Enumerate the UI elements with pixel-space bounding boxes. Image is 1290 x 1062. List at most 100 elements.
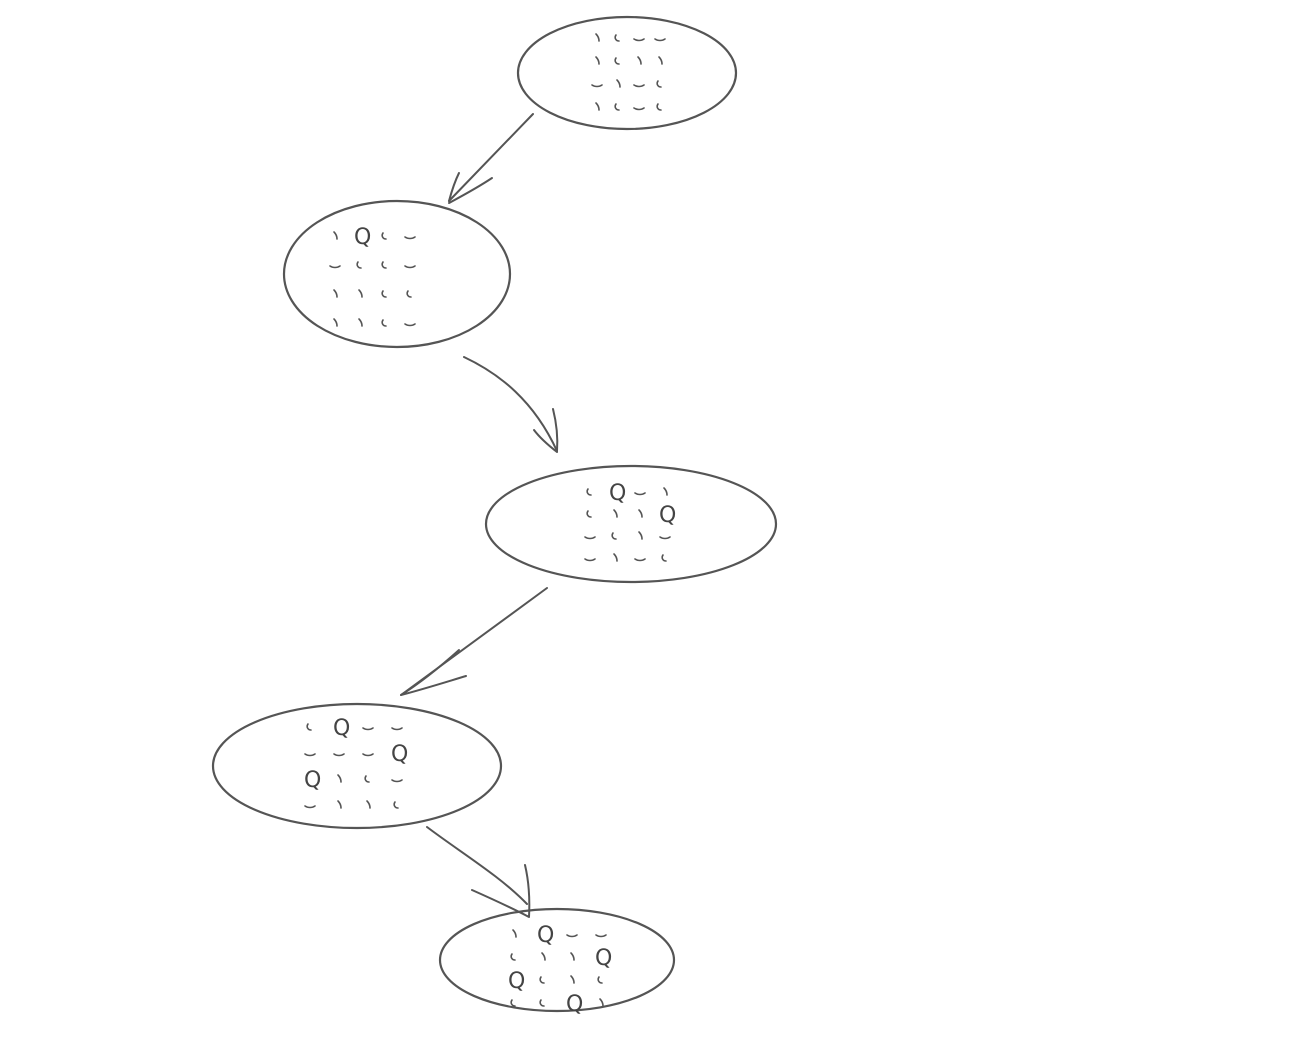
empty-cell-mark [381, 232, 387, 240]
empty-cell-mark [654, 38, 666, 42]
empty-cell-mark [333, 753, 345, 757]
empty-cell-mark [329, 265, 341, 269]
empty-cell-mark [539, 999, 545, 1007]
empty-cell-mark [304, 805, 316, 809]
empty-cell-mark [663, 487, 668, 496]
empty-cell-mark [614, 57, 620, 65]
empty-cell-mark [393, 801, 399, 809]
queen-mark: Q [508, 969, 525, 994]
arrowhead [448, 172, 493, 204]
empty-cell-mark [591, 84, 603, 88]
empty-cell-mark [634, 492, 646, 496]
empty-cell-mark [566, 934, 578, 938]
empty-cell-mark [333, 318, 338, 327]
empty-cell-mark [656, 103, 662, 111]
empty-cell-mark [337, 800, 342, 809]
empty-cell-mark [614, 34, 620, 42]
edge-state-0-to-state-1 [448, 113, 534, 204]
empty-cell-mark [586, 510, 592, 518]
node-state-2: QQ [484, 464, 778, 584]
empty-cell-mark [381, 261, 387, 269]
empty-cell-mark [595, 934, 607, 938]
empty-cell-mark [634, 558, 646, 562]
empty-cell-mark [633, 107, 645, 111]
empty-cell-mark [364, 775, 370, 783]
node-state-3: QQQ [211, 702, 503, 830]
empty-cell-mark [512, 929, 517, 938]
empty-cell-mark [656, 80, 662, 88]
empty-cell-mark [391, 727, 403, 731]
empty-cell-mark [613, 553, 618, 562]
empty-cell-mark [358, 289, 363, 298]
queen-mark: Q [537, 923, 554, 948]
edge-shaft [463, 356, 558, 452]
empty-cell-mark [570, 975, 575, 984]
empty-cell-mark [510, 953, 516, 961]
empty-cell-mark [541, 952, 546, 961]
node-ellipse [484, 464, 778, 584]
edge-state-3-to-state-4 [426, 826, 531, 918]
empty-cell-mark [404, 265, 416, 269]
node-ellipse [211, 702, 503, 830]
empty-cell-mark [597, 976, 603, 984]
arrowhead [471, 864, 531, 918]
node-state-1: Q [282, 199, 512, 349]
empty-cell-mark [406, 290, 412, 298]
queen-mark: Q [566, 992, 583, 1017]
queen-mark: Q [391, 742, 408, 767]
empty-cell-mark [304, 753, 316, 757]
empty-cell-mark [613, 509, 618, 518]
empty-cell-mark [595, 102, 600, 111]
queen-mark: Q [304, 768, 321, 793]
empty-cell-mark [337, 774, 342, 783]
edge-shaft [448, 113, 534, 202]
empty-cell-mark [584, 536, 596, 540]
arrowhead [533, 408, 559, 453]
empty-cell-mark [637, 56, 642, 65]
empty-cell-mark [356, 261, 362, 269]
queen-mark: Q [659, 503, 676, 528]
empty-cell-mark [333, 231, 338, 240]
empty-cell-mark [633, 38, 645, 42]
edge-state-1-to-state-2 [463, 356, 559, 453]
empty-cell-mark [661, 554, 667, 562]
empty-cell-mark [539, 976, 545, 984]
empty-cell-mark [633, 84, 645, 88]
arrowhead [400, 649, 467, 696]
empty-cell-mark [599, 998, 604, 1007]
empty-cell-mark [638, 509, 643, 518]
empty-cell-mark [381, 319, 387, 327]
empty-cell-mark [658, 56, 663, 65]
empty-cell-mark [614, 103, 620, 111]
edges-layer [400, 113, 559, 918]
node-state-0 [516, 15, 738, 131]
queen-mark: Q [595, 946, 612, 971]
empty-cell-mark [333, 289, 338, 298]
empty-cell-mark [381, 290, 387, 298]
edge-shaft [426, 826, 528, 905]
edge-state-2-to-state-3 [400, 587, 548, 696]
empty-cell-mark [510, 999, 516, 1007]
empty-cell-mark [362, 753, 374, 757]
empty-cell-mark [358, 318, 363, 327]
empty-cell-mark [584, 558, 596, 562]
empty-cell-mark [404, 323, 416, 327]
empty-cell-mark [366, 800, 371, 809]
empty-cell-mark [595, 33, 600, 42]
empty-cell-mark [638, 531, 643, 540]
empty-cell-mark [586, 488, 592, 496]
empty-cell-mark [404, 236, 416, 240]
empty-cell-mark [391, 779, 403, 783]
node-ellipse [516, 15, 738, 131]
empty-cell-mark [570, 952, 575, 961]
empty-cell-mark [595, 56, 600, 65]
empty-cell-mark [659, 536, 671, 540]
empty-cell-mark [362, 727, 374, 731]
node-ellipse [438, 907, 676, 1013]
queen-mark: Q [354, 225, 371, 250]
empty-cell-mark [611, 532, 617, 540]
queen-mark: Q [609, 481, 626, 506]
